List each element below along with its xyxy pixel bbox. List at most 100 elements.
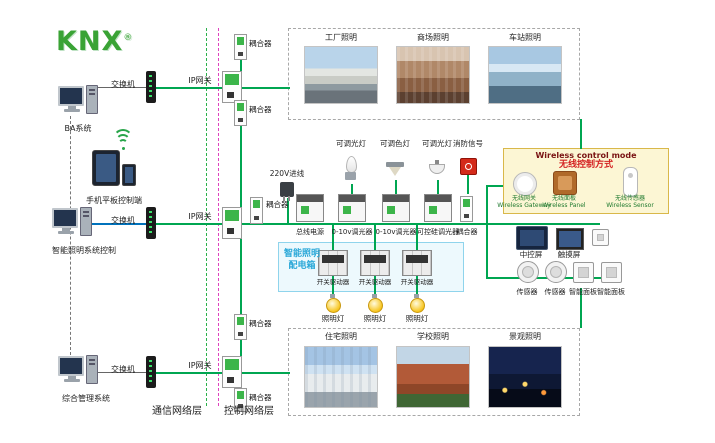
phone-icon <box>122 164 136 186</box>
wireless-panel-label: 无线面板 Wireless Panel <box>539 195 589 210</box>
terminal-label-mobile: 手机平板控制端 <box>86 196 142 205</box>
light-bulb-icon <box>368 294 383 313</box>
coupler-icon <box>234 100 247 126</box>
coupler-icon <box>234 34 247 60</box>
load-label: 消防信号 <box>453 139 483 148</box>
switch-actuator-icon <box>318 250 348 276</box>
knx-logo-text: KNX <box>56 26 124 57</box>
dist-box-title-line1: 智能照明 <box>283 249 320 259</box>
smart-panel-icon <box>601 262 622 283</box>
ethernet-link <box>92 223 156 225</box>
smart-panel-label: 智能面板 <box>569 288 597 296</box>
module-label: 0-10v调光器 <box>331 228 373 236</box>
module-label: 0-10v调光器 <box>375 228 417 236</box>
light-bulb-icon <box>326 294 341 313</box>
feed-actuator-3 <box>416 225 418 251</box>
power-plug-icon <box>280 182 294 201</box>
registered-mark: ® <box>123 33 134 43</box>
light-bulb-icon <box>410 294 425 313</box>
feed-fire-signal <box>467 174 469 194</box>
switch-label: 交换机 <box>111 216 135 225</box>
switch-actuator-icon <box>360 250 390 276</box>
switch-label: 交换机 <box>111 80 135 89</box>
bus-junction-vertical <box>486 185 488 278</box>
ip-gateway-icon <box>222 356 242 388</box>
feed-lamp-1 <box>332 276 334 297</box>
dimmable-lamp-icon <box>429 160 445 178</box>
network-switch-icon <box>146 207 156 239</box>
link-to-wireless-box <box>486 185 503 187</box>
app-label: 工厂照明 <box>325 33 357 42</box>
switch-actuator-icon <box>402 250 432 276</box>
dist-box-title-line2: 配电箱 <box>288 261 316 271</box>
bus-power-supply-icon <box>296 194 324 222</box>
terminal-label-management: 综合管理系统 <box>62 394 110 403</box>
dimmer-0-10v-icon <box>382 194 410 222</box>
feed-load-2 <box>395 180 397 194</box>
coupler-icon <box>460 196 473 222</box>
wireless-sensor-label-en: Wireless Sensor <box>606 201 654 209</box>
feed-actuator-1 <box>332 225 334 251</box>
wireless-title-en: Wireless control mode <box>535 151 637 160</box>
coupler-icon <box>250 197 263 224</box>
sensor-icon <box>545 261 567 283</box>
app-label: 景观照明 <box>509 332 541 341</box>
photo-factory-lighting <box>304 46 378 104</box>
coupler-label: 耦合器 <box>249 105 272 114</box>
coupler-label: 耦合器 <box>249 393 272 402</box>
top-applications-box <box>288 28 580 120</box>
network-switch-icon <box>146 356 156 388</box>
network-switch-icon <box>146 71 156 103</box>
link-topbox-wireless <box>580 119 582 149</box>
wifi-icon <box>113 129 133 150</box>
terminal-label-lighting-ctrl: 智能照明系统控制 <box>52 246 116 255</box>
screen-label: 触摸屏 <box>557 250 581 259</box>
wireless-panel-label-en: Wireless Panel <box>542 201 586 209</box>
feed-load-3 <box>437 180 439 194</box>
module-label: 可控硅调光器 <box>417 228 459 236</box>
wall-panel-icon <box>592 229 609 246</box>
wireless-sensor-label: 无线传感器 Wireless Sensor <box>600 195 660 210</box>
workstation-icon <box>52 206 92 240</box>
switch-label: 交换机 <box>111 365 135 374</box>
knx-logo: KNX® <box>56 26 133 57</box>
lamp-label: 照明灯 <box>321 314 345 323</box>
tablet-icon <box>92 150 120 186</box>
sensor-label: 传感器 <box>544 288 566 296</box>
link-pc1-switch <box>96 87 146 88</box>
wireless-panel-label-cn: 无线面板 <box>551 195 576 202</box>
app-label: 商场照明 <box>417 33 449 42</box>
coupler-icon <box>234 314 247 340</box>
touch-screen-icon <box>556 228 584 250</box>
bus-line-main <box>156 223 600 225</box>
wireless-panel-icon <box>553 171 577 195</box>
layer-divider-green <box>206 28 207 406</box>
gateway-label: IP网关 <box>188 361 212 370</box>
wireless-gateway-label: 无线网关 Wireless Gateway <box>497 195 551 210</box>
feed-220v <box>287 198 289 224</box>
feed-lamp-2 <box>374 276 376 297</box>
actuator-label: 开关驱动器 <box>358 278 392 286</box>
photo-school-lighting <box>396 346 470 408</box>
wireless-sensor-icon <box>623 167 638 197</box>
coupler-label: 耦合器 <box>249 39 272 48</box>
ip-gateway-icon <box>222 207 242 239</box>
scr-dimmer-icon <box>424 194 452 222</box>
color-tunable-lamp-icon <box>386 162 404 178</box>
photo-landscape-lighting <box>488 346 562 408</box>
workstation-icon <box>58 354 98 388</box>
lamp-label: 照明灯 <box>405 314 429 323</box>
incoming-power-label: 220V进线 <box>269 169 305 178</box>
lamp-label: 照明灯 <box>363 314 387 323</box>
sensor-icon <box>517 261 539 283</box>
coupler-label: 耦合器 <box>266 200 289 209</box>
feed-lamp-3 <box>416 276 418 297</box>
load-label: 可调色灯 <box>380 139 410 148</box>
wireless-gateway-icon <box>513 172 537 196</box>
fire-alarm-icon <box>460 158 477 175</box>
dimmer-0-10v-icon <box>338 194 366 222</box>
wireless-title-cn: 无线控制方式 <box>558 160 613 170</box>
terminal-trunk-line <box>70 116 71 360</box>
wireless-gateway-label-en: Wireless Gateway <box>497 201 551 209</box>
coupler-label: 耦合器 <box>249 319 272 328</box>
